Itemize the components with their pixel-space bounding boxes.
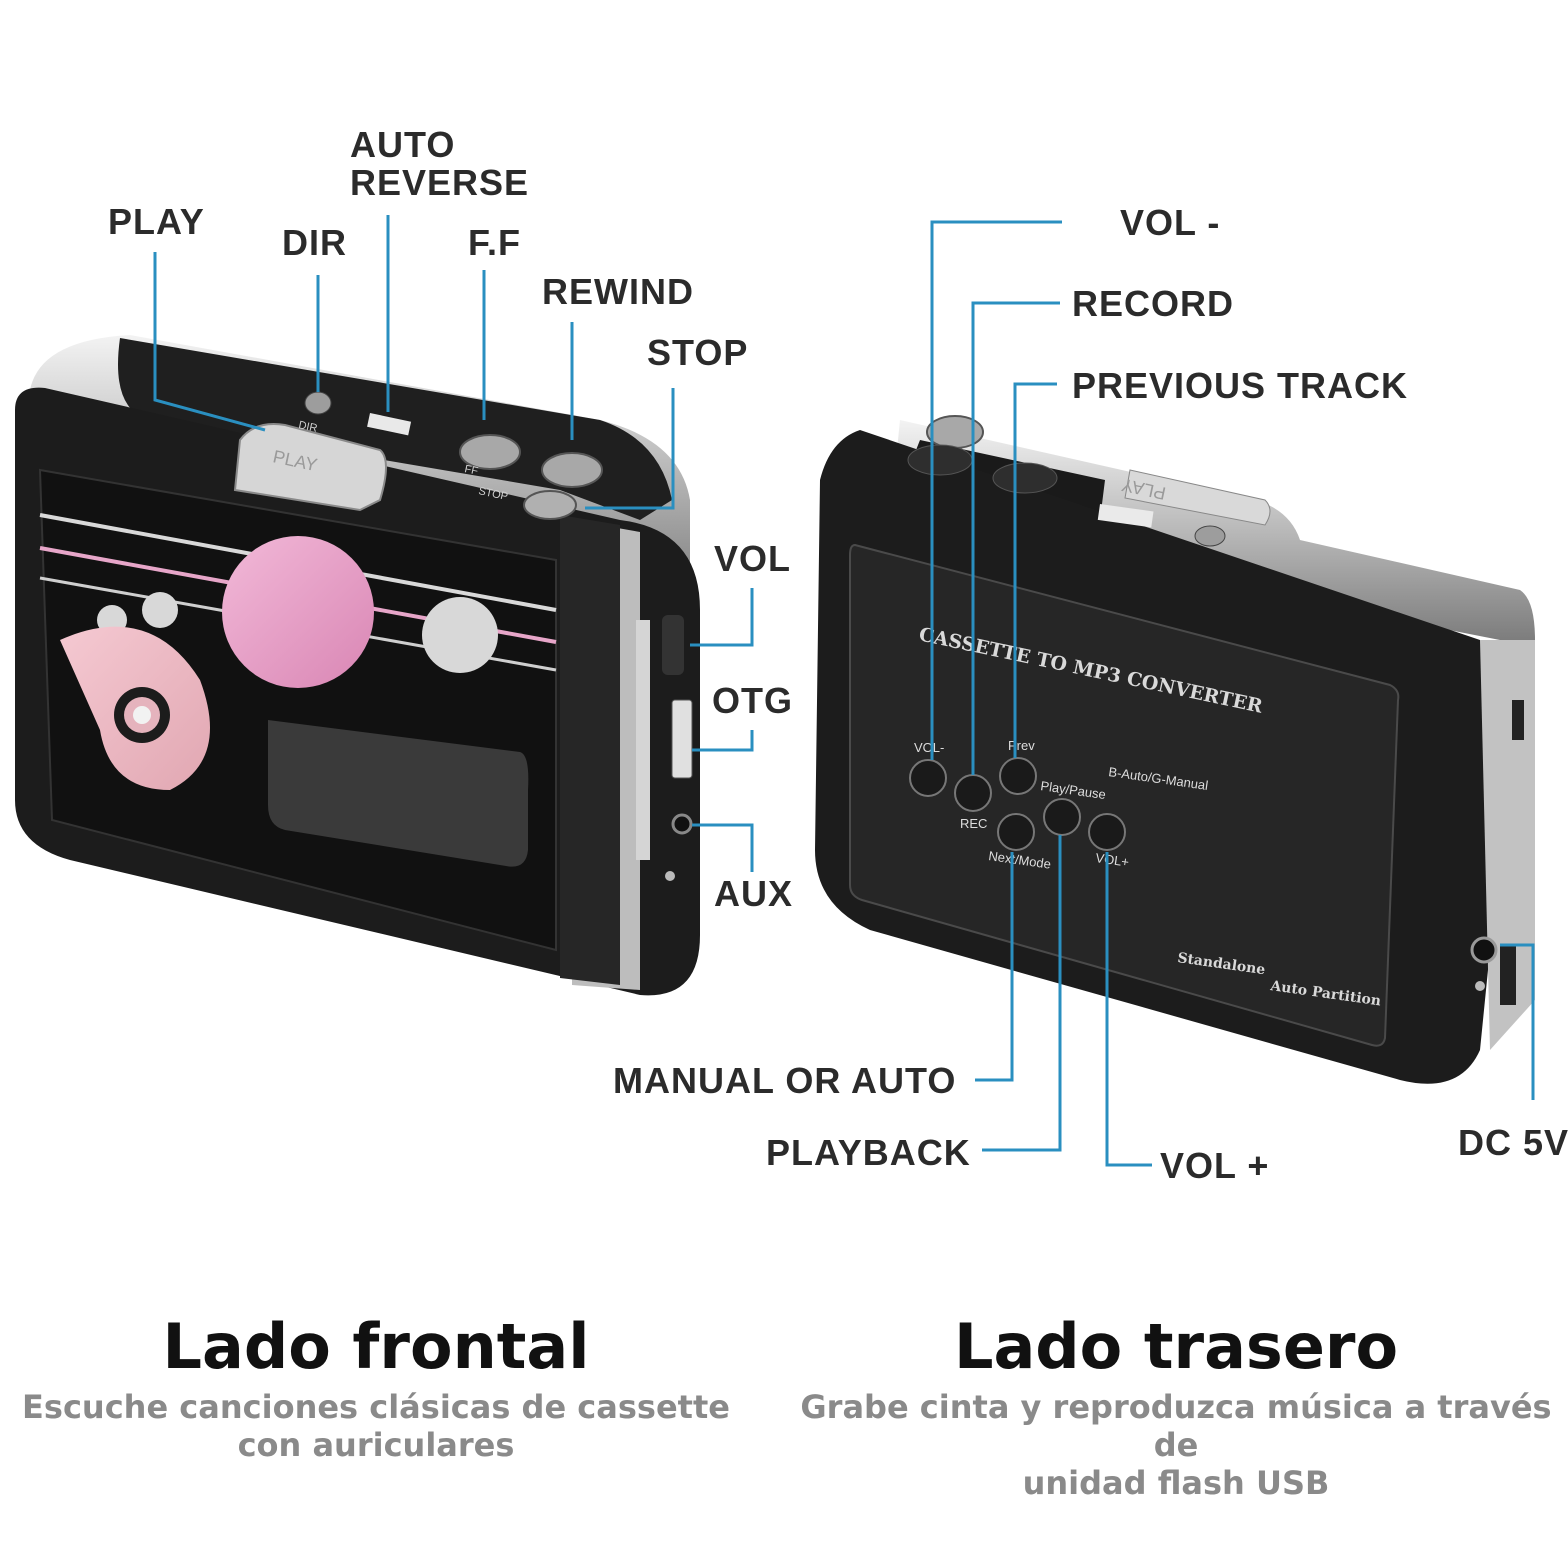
back-device: PLAY CASSETTE TO MP3 CONVERTER VOL- Prev… — [815, 415, 1535, 1084]
label-manual-or-auto: MANUAL OR AUTO — [613, 1060, 957, 1101]
caption-back-subtitle-line1: Grabe cinta y reproduzca música a través… — [800, 1388, 1552, 1464]
leader-vol — [690, 588, 754, 647]
label-play: PLAY — [108, 201, 205, 242]
leader-vol-plus — [1105, 852, 1152, 1167]
caption-front-subtitle: Escuche canciones clásicas de cassette c… — [0, 1388, 752, 1464]
label-rewind: REWIND — [542, 271, 694, 312]
caption-back-subtitle-line2: unidad flash USB — [1022, 1464, 1330, 1502]
leader-record — [971, 301, 1060, 775]
vol-minus-button — [909, 759, 947, 797]
front-aux-jack — [671, 813, 693, 835]
label-otg: OTG — [712, 680, 793, 721]
leader-otg — [692, 730, 754, 752]
back-panel — [849, 543, 1400, 1047]
leader-vol-minus — [930, 220, 1062, 760]
leader-lines — [153, 215, 1535, 1167]
label-dir: DIR — [282, 222, 347, 263]
next-mode-button — [997, 813, 1035, 851]
front-tape-window — [268, 720, 529, 867]
label-auto-reverse: AUTO REVERSE — [350, 126, 529, 202]
front-dir-button — [304, 391, 332, 415]
front-vol-wheel — [662, 615, 684, 675]
play-pause-button — [1043, 798, 1081, 836]
front-play-key — [233, 423, 387, 512]
prev-text: Prev — [1008, 738, 1035, 753]
label-stop: STOP — [647, 332, 749, 373]
leader-dc — [1500, 943, 1535, 1100]
front-otg-port — [671, 699, 693, 779]
front-pink-circle — [222, 536, 374, 688]
caption-front-subtitle-line2: con auriculares — [237, 1426, 515, 1464]
label-auto-reverse-line1: AUTO — [350, 124, 456, 165]
caption-front-subtitle-line1: Escuche canciones clásicas de cassette — [22, 1388, 730, 1426]
vol-minus-text: VOL- — [914, 740, 944, 755]
front-stop-button — [523, 490, 577, 520]
caption-back-subtitle: Grabe cinta y reproduzca música a través… — [784, 1388, 1568, 1502]
prev-button — [999, 757, 1037, 795]
leader-prev-track — [1013, 382, 1057, 758]
label-vol-plus: VOL + — [1160, 1145, 1270, 1186]
front-device: PLAY DIR FF STOP — [15, 335, 700, 996]
label-dc-5v: DC 5V — [1458, 1122, 1568, 1163]
back-play-key — [1124, 469, 1271, 526]
label-ff: F.F — [468, 222, 521, 263]
front-grey-circle — [422, 597, 498, 673]
front-dir-text: DIR — [297, 419, 318, 435]
vol-plus-button — [1088, 813, 1126, 851]
leader-stop — [585, 388, 675, 510]
leader-playback — [982, 835, 1062, 1152]
front-auto-reverse-switch — [367, 413, 412, 436]
label-previous-track: PREVIOUS TRACK — [1072, 365, 1409, 406]
rec-button — [954, 774, 992, 812]
rec-text: REC — [960, 816, 987, 831]
leader-play — [153, 252, 266, 432]
back-dc-jack — [1470, 936, 1498, 964]
caption-front-title: Lado frontal — [162, 1310, 590, 1383]
front-ff-button — [459, 434, 521, 470]
label-vol-minus: VOL - — [1120, 202, 1221, 243]
label-record: RECORD — [1072, 283, 1235, 324]
label-vol: VOL — [714, 538, 792, 579]
front-rewind-button — [541, 452, 603, 488]
leader-aux — [692, 823, 754, 872]
label-playback: PLAYBACK — [766, 1132, 971, 1173]
front-ff-text: FF — [463, 463, 479, 478]
label-auto-reverse-line2: REVERSE — [350, 162, 530, 203]
leader-manual-auto — [975, 852, 1014, 1082]
vol-plus-text: VOL+ — [1095, 850, 1130, 870]
label-aux: AUX — [714, 873, 794, 914]
caption-back-title: Lado trasero — [953, 1310, 1399, 1383]
